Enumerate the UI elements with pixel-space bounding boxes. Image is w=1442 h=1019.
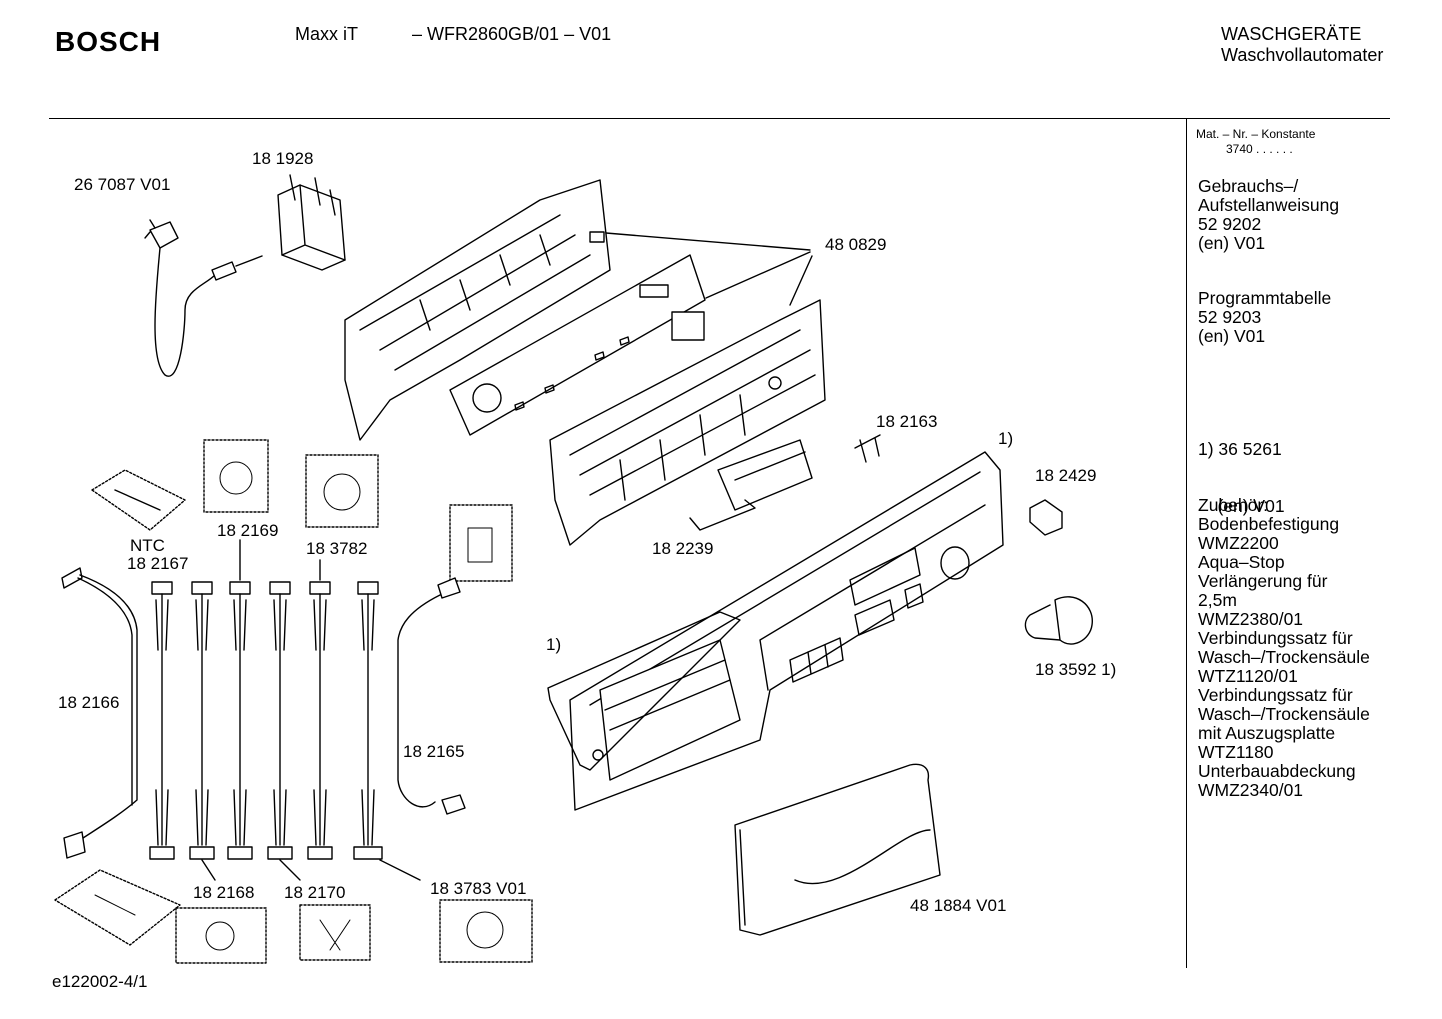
harness-3782 (307, 581, 333, 860)
display-drawing (689, 439, 813, 531)
label-harness-3783: 18 3783 V01 (430, 879, 527, 898)
doc-program-line: 52 9203 (1198, 307, 1262, 327)
category-line-2: Waschvollautomater (1221, 45, 1384, 65)
doc-manual-line: (en) V01 (1198, 233, 1266, 253)
label-switch: 18 2429 (1035, 466, 1097, 485)
accessory-line: Bodenbefestigung (1198, 514, 1340, 534)
ntc-sensor-drawing (91, 469, 186, 531)
doc-footnote-line: 1) 36 5261 (1198, 439, 1282, 459)
knob-drawing (1024, 596, 1093, 645)
power-cable-drawing (144, 219, 263, 377)
doc-manual-line: Aufstellanweisung (1198, 195, 1340, 215)
label-display: 18 2239 (652, 539, 714, 558)
harness-2167 (149, 581, 175, 860)
accessory-line: Aqua–Stop (1198, 552, 1285, 572)
knob-shaft-drawing (854, 434, 881, 463)
label-ntc-number: 18 2167 (127, 554, 189, 573)
harness-3783 (353, 581, 383, 860)
category: WASCHGERÄTE Waschvollautomater (1221, 24, 1383, 66)
mat-number-value: 3740 . . . . . . (1226, 142, 1293, 156)
label-knob: 18 3592 1) (1035, 660, 1117, 679)
label-harness-2168: 18 2168 (193, 883, 255, 902)
model-name: Maxx iT (295, 24, 358, 44)
accessory-line: WMZ2340/01 (1198, 780, 1304, 800)
header-divider (49, 118, 1390, 119)
doc-manual-line: 52 9202 (1198, 214, 1262, 234)
doc-program-table: Programmtabelle 52 9203 (en) V01 (1198, 289, 1331, 346)
rear-frame-drawing (344, 179, 611, 441)
accessory-line: WMZ2200 (1198, 533, 1279, 553)
label-panel-note: 1) (998, 429, 1014, 448)
accessory-line: Verbindungssatz für (1198, 628, 1353, 648)
harness-2168 (189, 581, 215, 860)
accessory-line: WMZ2380/01 (1198, 609, 1304, 629)
circuit-board-drawing (449, 254, 706, 436)
accessory-line: Unterbauabdeckung (1198, 761, 1356, 781)
label-harness-2169: 18 2169 (217, 521, 279, 540)
label-harness-3782: 18 3782 (306, 539, 368, 558)
doc-manual: Gebrauchs–/ Aufstellanweisung 52 9202 (e… (1198, 177, 1339, 253)
accessory-line: mit Auszugsplatte (1198, 723, 1336, 743)
accessory-line: WTZ1120/01 (1198, 666, 1298, 686)
model-code: – WFR2860GB/01 – V01 (412, 24, 612, 44)
sensor-boxes-drawing (54, 439, 533, 964)
sidebar-divider (1186, 118, 1187, 968)
doc-program-line: Programmtabelle (1198, 288, 1332, 308)
accessory-line: WTZ1180 (1198, 742, 1274, 762)
label-seal-note: 1) (546, 635, 562, 654)
label-harness-2165: 18 2165 (403, 742, 465, 761)
label-ntc: NTC (130, 536, 165, 555)
accessory-line: Zubehör: (1198, 495, 1269, 515)
harness-2170 (267, 581, 293, 860)
leader-harness (201, 539, 421, 881)
label-filter: 18 1928 (252, 149, 314, 168)
label-harness-2170: 18 2170 (284, 883, 346, 902)
exploded-parts-drawing (54, 174, 1093, 964)
accessory-line: Wasch–/Trockensäule (1198, 704, 1370, 724)
accessory-line: Wasch–/Trockensäule (1198, 647, 1370, 667)
switch-drawing (1029, 499, 1063, 536)
mat-number-label: Mat. – Nr. – Konstante (1196, 127, 1316, 141)
doc-footnote: 1) 36 5261 (en) V01 (1198, 402, 1285, 535)
label-frame: 48 0829 (825, 235, 887, 254)
harness-2169 (227, 581, 253, 860)
doc-program-line: (en) V01 (1198, 326, 1266, 346)
door-seal-drawing (547, 611, 741, 771)
interference-filter-drawing (277, 174, 346, 271)
wire-harness-drawing (61, 567, 466, 860)
label-cable: 26 7087 V01 (74, 175, 171, 194)
brand-logo: BOSCH (55, 26, 162, 57)
accessory-line: Verlängerung für (1198, 571, 1328, 591)
accessories-list: Zubehör: Bodenbefestigung WMZ2200 Aqua–S… (1198, 496, 1370, 800)
detergent-drawer-drawing (734, 763, 941, 936)
label-knob-shaft: 18 2163 (876, 412, 938, 431)
front-frame-drawing (549, 299, 826, 546)
accessory-line: 2,5m (1198, 590, 1237, 610)
sensor-details-drawing (94, 461, 504, 951)
control-panel-drawing (569, 451, 1004, 811)
category-line-1: WASCHGERÄTE (1221, 24, 1362, 44)
doc-manual-line: Gebrauchs–/ (1198, 176, 1299, 196)
leader-frame (605, 232, 813, 306)
drawing-id: e122002-4/1 (52, 972, 148, 991)
label-harness-2166: 18 2166 (58, 693, 120, 712)
accessory-line: Verbindungssatz für (1198, 685, 1353, 705)
label-drawer: 48 1884 V01 (910, 896, 1007, 915)
mat-number-block: Mat. – Nr. – Konstante 3740 . . . . . . (1196, 127, 1315, 157)
doc-footnote-line: (en) V01 (1198, 496, 1285, 516)
